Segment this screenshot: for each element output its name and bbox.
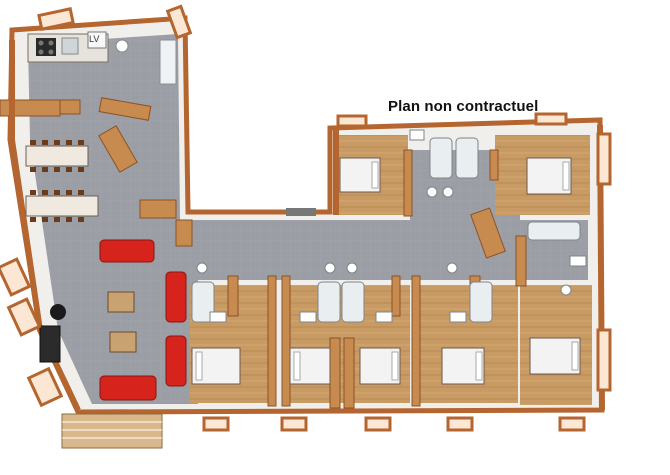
plan-caption: Plan non contractuel bbox=[388, 98, 539, 115]
sofas bbox=[99, 239, 187, 401]
entrance-radiator bbox=[286, 208, 316, 216]
appliance-label: LV bbox=[89, 34, 100, 44]
terrace bbox=[61, 413, 163, 449]
beds bbox=[191, 157, 581, 385]
bathtubs bbox=[191, 137, 581, 323]
sofa-top bbox=[99, 239, 155, 263]
bedroom-7-floor bbox=[420, 285, 518, 403]
toilets-sinks bbox=[196, 129, 587, 323]
sofa-bottom bbox=[99, 375, 157, 401]
living-room-floor bbox=[28, 34, 588, 404]
sink bbox=[61, 37, 79, 55]
dishwasher-box bbox=[87, 31, 107, 49]
coffee-tables bbox=[107, 291, 137, 353]
sofa-right-1 bbox=[165, 271, 187, 323]
kitchen-counter bbox=[27, 31, 109, 63]
dining-tables bbox=[25, 140, 99, 222]
wc-entry bbox=[115, 39, 177, 85]
windows bbox=[0, 4, 612, 432]
toilet-entry bbox=[115, 39, 129, 53]
sofa-right-2 bbox=[165, 335, 187, 387]
stove bbox=[39, 304, 66, 363]
